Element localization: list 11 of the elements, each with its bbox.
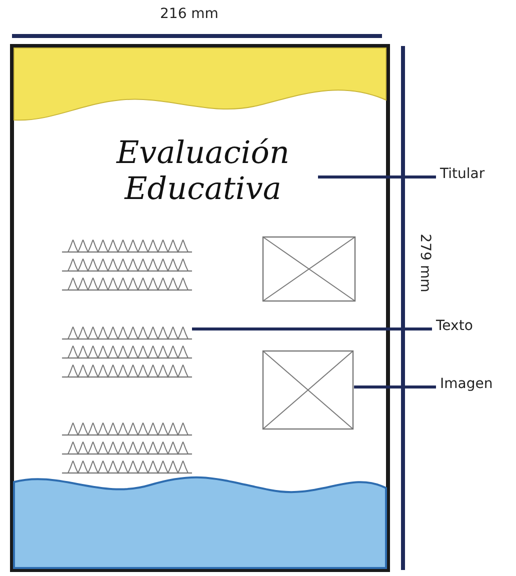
leader-line (354, 386, 436, 388)
image-placeholder (262, 236, 356, 302)
dimension-label: 216 mm (160, 6, 218, 22)
dimension-label: 279 mm (417, 234, 434, 292)
image-placeholder (262, 350, 354, 430)
handwritten-title: Evaluación Educativa (88, 135, 318, 213)
callout-label: Titular (440, 166, 500, 188)
callout-label: Texto (436, 318, 492, 340)
callout-label: Imagen (440, 376, 506, 398)
leader-line (318, 176, 436, 178)
leader-line (192, 328, 432, 330)
